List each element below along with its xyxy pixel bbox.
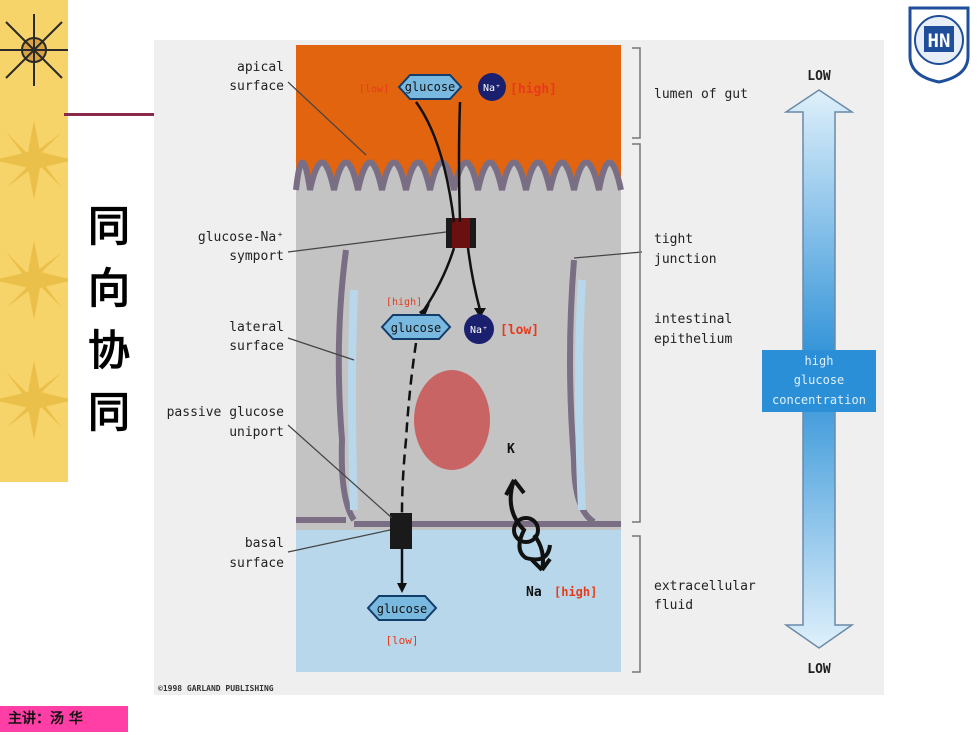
apical-membrane: [293, 159, 624, 191]
low-label-cell: [low]: [500, 323, 539, 338]
title-divider: [64, 113, 156, 116]
high-label-lumen: [high]: [510, 82, 557, 97]
potassium-label: K: [507, 442, 515, 457]
symport-label: glucose-Na⁺: [198, 230, 284, 245]
sun-ornament-icon: [0, 14, 68, 440]
svg-text:Na⁺: Na⁺: [470, 325, 488, 336]
title-char: 协: [87, 326, 130, 375]
high-label-cell: [high]: [386, 297, 422, 308]
extracellular-label: extracellular: [654, 579, 756, 594]
sodium-ion-cell: [464, 314, 494, 344]
lateral-membrane-left: [335, 249, 357, 522]
svg-text:uniport: uniport: [229, 425, 284, 440]
low-label-lumen: [low]: [359, 84, 389, 95]
apical-surface-label: apical: [237, 60, 284, 75]
sodium-ion-lumen: [478, 73, 506, 101]
svg-text:Na⁺: Na⁺: [483, 83, 501, 94]
university-logo: HN: [908, 6, 970, 84]
glucose-transport-diagram: glucose [low] Na⁺ [high] [high] glucose …: [154, 40, 884, 695]
svg-text:junction: junction: [654, 252, 717, 267]
decorative-sidebar: [0, 0, 68, 482]
high-glucose-box: [762, 350, 876, 412]
svg-text:symport: symport: [229, 249, 284, 264]
glucose-molecule-cell: [380, 314, 452, 340]
low-label-extracellular: [low]: [385, 634, 418, 647]
tight-junction-label: tight: [654, 232, 693, 247]
title-char: 同: [87, 388, 130, 437]
sodium-label: Na: [526, 585, 542, 600]
basal-surface-label: basal: [245, 536, 284, 551]
svg-text:surface: surface: [229, 339, 284, 354]
uniport-transporter: [390, 513, 412, 549]
glucose-molecule-extracellular: [366, 595, 438, 621]
epithelium-label: intestinal: [654, 312, 732, 327]
svg-text:epithelium: epithelium: [654, 332, 732, 347]
copyright-text: ©1998 GARLAND PUBLISHING: [158, 684, 274, 693]
svg-text:surface: surface: [229, 79, 284, 94]
svg-text:glucose: glucose: [377, 602, 428, 616]
nucleus: [414, 370, 490, 470]
gradient-middle-label: high: [805, 354, 834, 368]
svg-text:glucose: glucose: [391, 321, 442, 335]
vertical-title: 同 向 协 同: [84, 196, 134, 444]
gradient-bottom-label: LOW: [807, 662, 831, 677]
svg-text:fluid: fluid: [654, 598, 693, 613]
title-char: 同: [87, 202, 130, 251]
glucose-label: glucose: [405, 80, 456, 94]
gradient-top-label: LOW: [807, 69, 831, 84]
svg-text:surface: surface: [229, 556, 284, 571]
svg-text:concentration: concentration: [772, 393, 866, 407]
title-char: 向: [87, 264, 130, 313]
uniport-label: passive glucose: [167, 405, 285, 420]
lumen-label: lumen of gut: [654, 87, 748, 102]
svg-text:glucose: glucose: [794, 373, 845, 387]
logo-letters: HN: [928, 30, 951, 52]
high-label-extracellular: [high]: [554, 585, 597, 599]
lateral-surface-label: lateral: [229, 320, 284, 335]
glucose-molecule-lumen: [397, 74, 463, 100]
extracellular-fluid-region: [296, 520, 621, 672]
lecturer-footer: 主讲：汤 华: [0, 706, 128, 732]
